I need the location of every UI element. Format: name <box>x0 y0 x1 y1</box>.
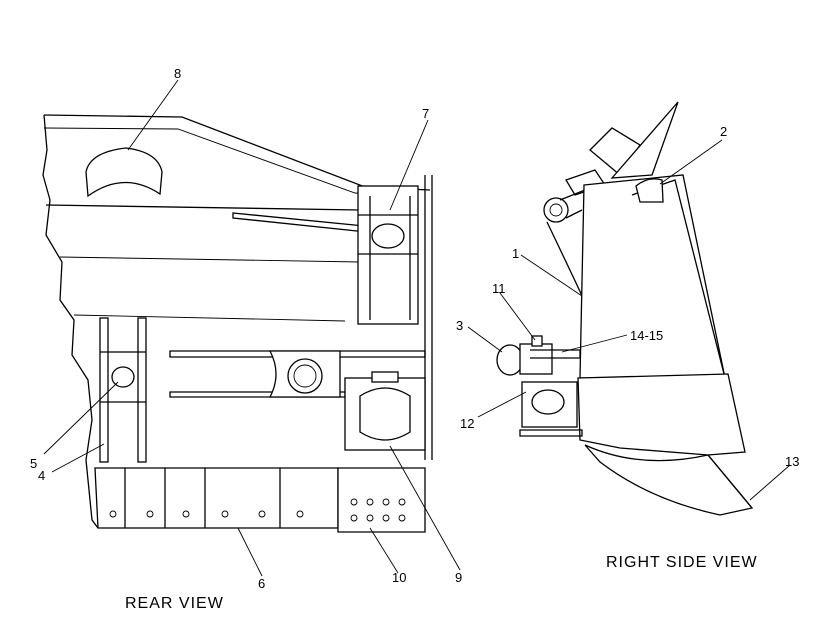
right-side-view-caption: RIGHT SIDE VIEW <box>606 554 758 571</box>
step-item-6 <box>94 467 339 529</box>
rear-view-caption: REAR VIEW <box>125 595 224 612</box>
callout-5: 5 <box>30 456 37 471</box>
callout-10: 10 <box>392 570 406 585</box>
callout-8: 8 <box>174 66 181 81</box>
block-item-9 <box>344 377 426 451</box>
emblem-item-8 <box>85 147 163 198</box>
callout-12: 12 <box>460 416 474 431</box>
callouts: 8 7 5 4 6 10 9 2 1 11 3 14-15 12 13 <box>30 66 799 591</box>
ladder-item-4 <box>99 317 109 463</box>
callout-13: 13 <box>785 454 799 469</box>
callout-6: 6 <box>258 576 265 591</box>
callout-9: 9 <box>455 570 462 585</box>
callout-1: 1 <box>512 246 519 261</box>
bracket-item-7 <box>357 185 419 325</box>
knob-item-3 <box>496 344 524 376</box>
callout-7: 7 <box>422 106 429 121</box>
callout-4: 4 <box>38 468 45 483</box>
rear-view-drawing <box>42 114 433 533</box>
callout-14-15: 14-15 <box>630 328 663 343</box>
plate-item-10 <box>337 467 426 533</box>
callout-3: 3 <box>456 318 463 333</box>
callout-2: 2 <box>720 124 727 139</box>
callout-11: 11 <box>492 281 506 296</box>
decal-item-2 <box>635 178 664 203</box>
right-side-view-drawing <box>496 101 754 516</box>
leader-lines <box>43 79 791 577</box>
body-item-2 <box>579 174 726 379</box>
